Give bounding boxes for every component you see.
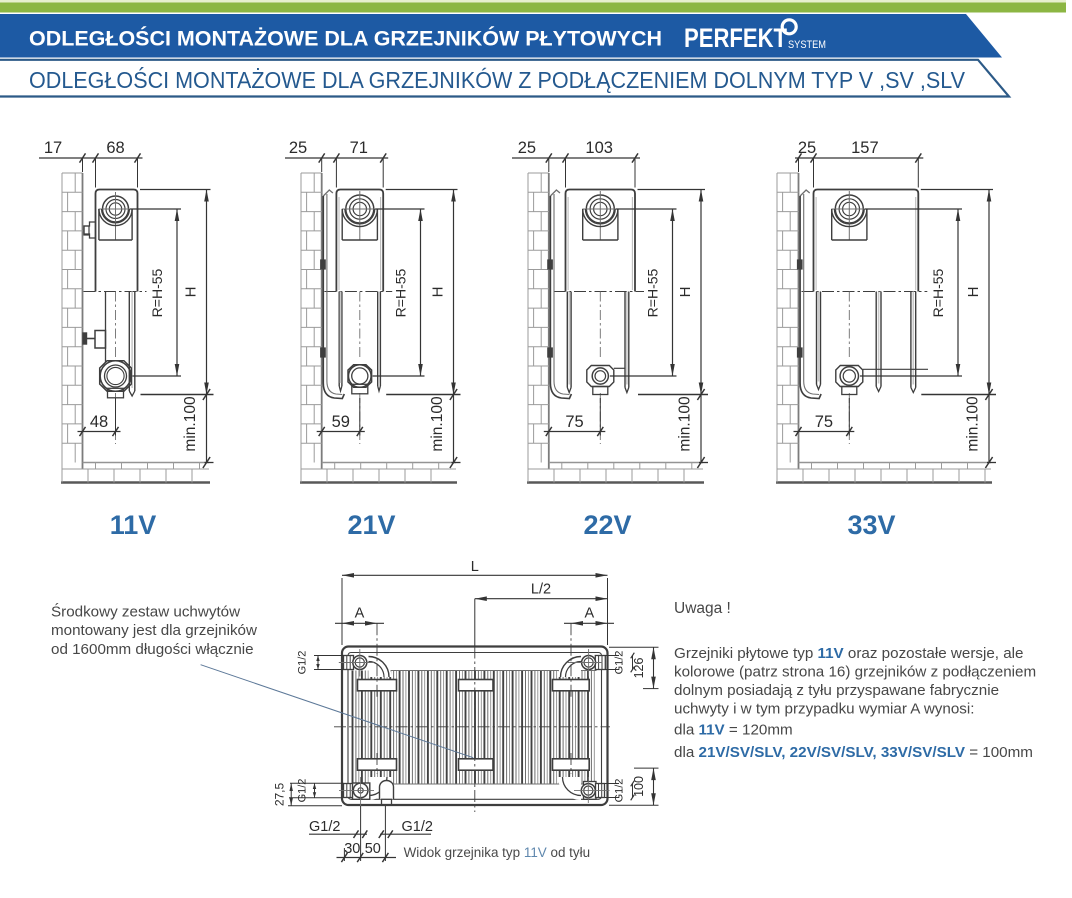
svg-text:min.100: min.100: [965, 396, 982, 452]
svg-text:25: 25: [289, 139, 307, 157]
svg-text:uchwyty i w tym przypadku wymi: uchwyty i w tym przypadku wymiar A wynos…: [674, 701, 974, 718]
svg-text:min.100: min.100: [182, 396, 199, 452]
svg-text:H: H: [183, 287, 200, 298]
svg-text:A: A: [584, 606, 594, 622]
svg-text:R=H-55: R=H-55: [645, 268, 661, 317]
svg-text:126: 126: [632, 658, 646, 679]
svg-text:ODLEGŁOŚCI MONTAŻOWE DLA GR: ODLEGŁOŚCI MONTAŻOWE DLA GRZEJNIKÓW PŁYT…: [29, 27, 662, 51]
svg-text:75: 75: [565, 413, 583, 431]
svg-text:30: 30: [344, 841, 360, 857]
svg-text:A: A: [355, 606, 365, 622]
svg-text:R=H-55: R=H-55: [930, 268, 946, 317]
svg-text:27,5: 27,5: [273, 782, 287, 806]
svg-text:dla 11V = 120mm: dla 11V = 120mm: [674, 722, 793, 739]
svg-text:G1/2: G1/2: [297, 651, 309, 675]
svg-text:od 1600mm długości włącznie: od 1600mm długości włącznie: [51, 641, 254, 658]
svg-text:100: 100: [632, 776, 646, 797]
svg-text:48: 48: [90, 413, 108, 431]
svg-text:PERFEKT: PERFEKT: [684, 23, 787, 53]
svg-text:68: 68: [106, 139, 124, 157]
svg-text:G1/2: G1/2: [614, 651, 626, 675]
svg-text:21V: 21V: [347, 510, 395, 540]
svg-text:G1/2: G1/2: [309, 819, 340, 835]
svg-text:montowany jest dla grzejników: montowany jest dla grzejników: [51, 622, 257, 639]
svg-text:R=H-55: R=H-55: [393, 268, 409, 317]
svg-text:L/2: L/2: [531, 582, 551, 598]
svg-text:71: 71: [350, 139, 368, 157]
svg-text:157: 157: [851, 139, 879, 157]
svg-text:G1/2: G1/2: [614, 779, 626, 803]
svg-text:Widok grzejnika typ 11V od tył: Widok grzejnika typ 11V od tyłu: [404, 845, 590, 860]
svg-text:75: 75: [815, 413, 833, 431]
svg-text:25: 25: [518, 139, 536, 157]
svg-text:33V: 33V: [847, 510, 895, 540]
svg-text:H: H: [430, 287, 447, 298]
svg-text:dla 21V/SV/SLV, 22V/SV/SLV, 33: dla 21V/SV/SLV, 22V/SV/SLV, 33V/SV/SLV =…: [674, 744, 1033, 761]
svg-text:G1/2: G1/2: [402, 819, 433, 835]
svg-text:R=H-55: R=H-55: [149, 268, 165, 317]
svg-text:103: 103: [585, 139, 613, 157]
svg-text:L: L: [471, 559, 479, 575]
svg-text:11V: 11V: [110, 510, 157, 540]
svg-text:min.100: min.100: [677, 396, 694, 452]
svg-text:Grzejniki płytowe typ 11V oraz: Grzejniki płytowe typ 11V oraz pozostałe…: [674, 645, 1024, 662]
svg-text:17: 17: [44, 139, 62, 157]
svg-text:50: 50: [365, 841, 381, 857]
svg-text:H: H: [677, 287, 694, 298]
svg-text:dolnym posiadają z tyłu przysp: dolnym posiadają z tyłu przyspawane fabr…: [674, 682, 999, 699]
svg-text:min.100: min.100: [429, 396, 446, 452]
svg-text:22V: 22V: [583, 510, 631, 540]
svg-text:25: 25: [798, 139, 816, 157]
svg-text:ODLEGŁOŚCI MONTAŻOWE DLA GRZEJ: ODLEGŁOŚCI MONTAŻOWE DLA GRZEJNIKÓW Z PO…: [29, 66, 965, 93]
svg-text:Środkowy zestaw uchwytów: Środkowy zestaw uchwytów: [51, 603, 240, 621]
svg-text:59: 59: [332, 413, 350, 431]
svg-text:SYSTEM: SYSTEM: [788, 39, 826, 51]
svg-text:Uwaga !: Uwaga !: [674, 600, 731, 617]
svg-text:G1/2: G1/2: [297, 779, 309, 803]
svg-text:H: H: [965, 287, 982, 298]
svg-text:kolorowe (patrz strona 16) grz: kolorowe (patrz strona 16) grzejników z …: [674, 664, 1036, 681]
